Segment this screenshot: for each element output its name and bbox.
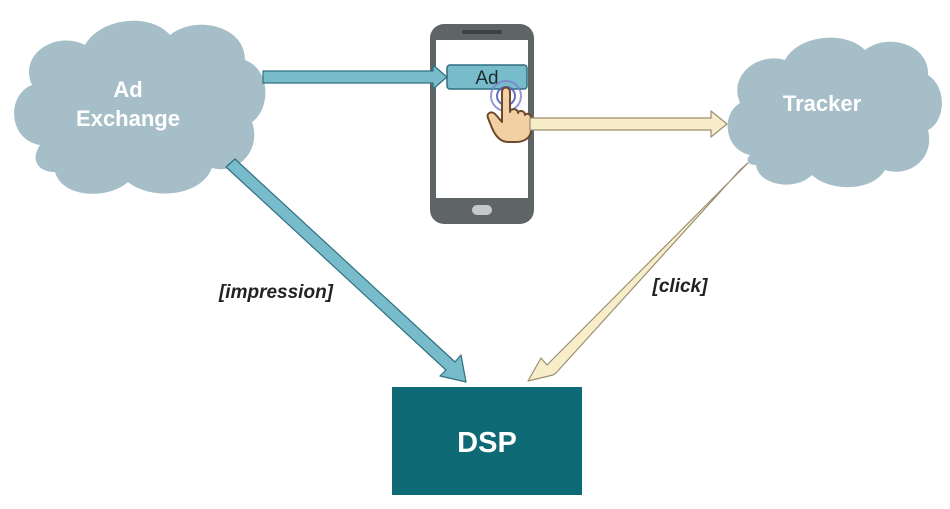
phone-earpiece <box>462 30 502 34</box>
impression-arrow <box>225 158 467 383</box>
phone-ad-label: Ad <box>475 68 498 89</box>
hand-shape <box>486 86 532 143</box>
exchange-to-phone-arrow <box>262 64 448 90</box>
tracker-label: Tracker <box>783 91 862 116</box>
dsp-label: DSP <box>457 427 517 459</box>
ad-exchange-node: Ad Exchange <box>14 20 266 194</box>
ad-exchange-label-line1: Ad <box>113 77 142 102</box>
phone-ad-banner: Ad <box>446 64 528 90</box>
tracker-node: Tracker <box>727 37 942 188</box>
click-arrow-shape <box>527 162 749 382</box>
dsp-box <box>392 387 582 495</box>
dsp-node: DSP <box>392 387 582 495</box>
impression-label: [impression] <box>218 282 334 303</box>
ad-exchange-label-line2: Exchange <box>76 106 180 131</box>
ad-exchange-cloud-shape <box>14 20 266 194</box>
click-arrow <box>527 162 749 382</box>
click-label: [click] <box>652 276 709 297</box>
phone-home-button <box>472 205 492 215</box>
tracker-cloud-shape <box>727 37 942 188</box>
impression-arrow-shape <box>225 158 467 383</box>
tap-hand-icon <box>486 80 532 143</box>
phone-to-tracker-arrow-shape <box>529 110 728 138</box>
phone-to-tracker-arrow <box>529 110 728 138</box>
exchange-to-phone-arrow-shape <box>262 64 448 90</box>
